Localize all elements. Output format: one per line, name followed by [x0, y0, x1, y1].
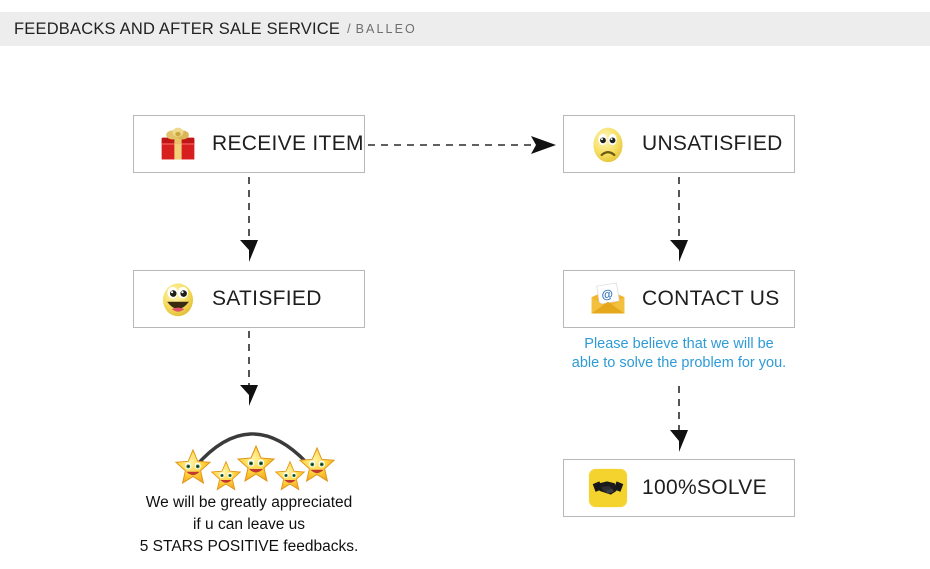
- flow-box-solve[interactable]: 100%SOLVE: [563, 459, 795, 517]
- arrow-receive-to-unsatisfied: [368, 136, 556, 154]
- flow-box-contact-us[interactable]: @ CONTACT US: [563, 270, 795, 328]
- closing-line-1: We will be greatly appreciated: [145, 494, 353, 511]
- star-2-icon: [210, 460, 242, 491]
- contact-note-line-1: Please believe that we will be: [584, 336, 774, 352]
- svg-text:@: @: [600, 286, 614, 302]
- star-5-icon: [298, 446, 336, 483]
- contact-us-note: Please believe that we will be able to s…: [539, 335, 819, 373]
- happy-face-icon: [154, 277, 202, 321]
- flow-box-label: UNSATISFIED: [642, 132, 783, 155]
- star-3-icon: [236, 444, 276, 483]
- closing-message: We will be greatly appreciated if u can …: [109, 492, 389, 558]
- email-envelope-icon: @: [584, 277, 632, 321]
- closing-line-3: 5 STARS POSITIVE feedbacks.: [139, 538, 359, 555]
- star-1-icon: [174, 448, 212, 485]
- page-title: FEEDBACKS AND AFTER SALE SERVICE: [14, 19, 341, 38]
- handshake-icon: [584, 466, 632, 510]
- flow-box-label: SATISFIED: [212, 287, 322, 310]
- brand-name: BALLEO: [355, 22, 417, 36]
- sad-face-icon: [584, 122, 632, 166]
- closing-line-2: if u can leave us: [192, 516, 305, 533]
- page-header-bar: FEEDBACKS AND AFTER SALE SERVICE / BALLE…: [0, 12, 930, 46]
- star-4-icon: [274, 460, 306, 491]
- star-rating-group: [170, 440, 336, 491]
- contact-note-line-2: able to solve the problem for you.: [571, 355, 787, 371]
- arrow-contact-to-solve: [670, 386, 688, 452]
- arrow-unsatisfied-to-contact: [670, 177, 688, 262]
- arrow-receive-to-satisfied: [240, 177, 258, 262]
- flow-box-unsatisfied[interactable]: UNSATISFIED: [563, 115, 795, 173]
- flow-box-label: CONTACT US: [642, 287, 780, 310]
- arrow-satisfied-to-stars: [240, 331, 258, 406]
- flow-box-satisfied[interactable]: SATISFIED: [133, 270, 365, 328]
- header-separator: /: [347, 22, 351, 36]
- gift-box-icon: [154, 122, 202, 166]
- flow-box-label: RECEIVE ITEM: [212, 132, 364, 155]
- flow-box-receive-item[interactable]: RECEIVE ITEM: [133, 115, 365, 173]
- flow-box-label: 100%SOLVE: [642, 476, 767, 499]
